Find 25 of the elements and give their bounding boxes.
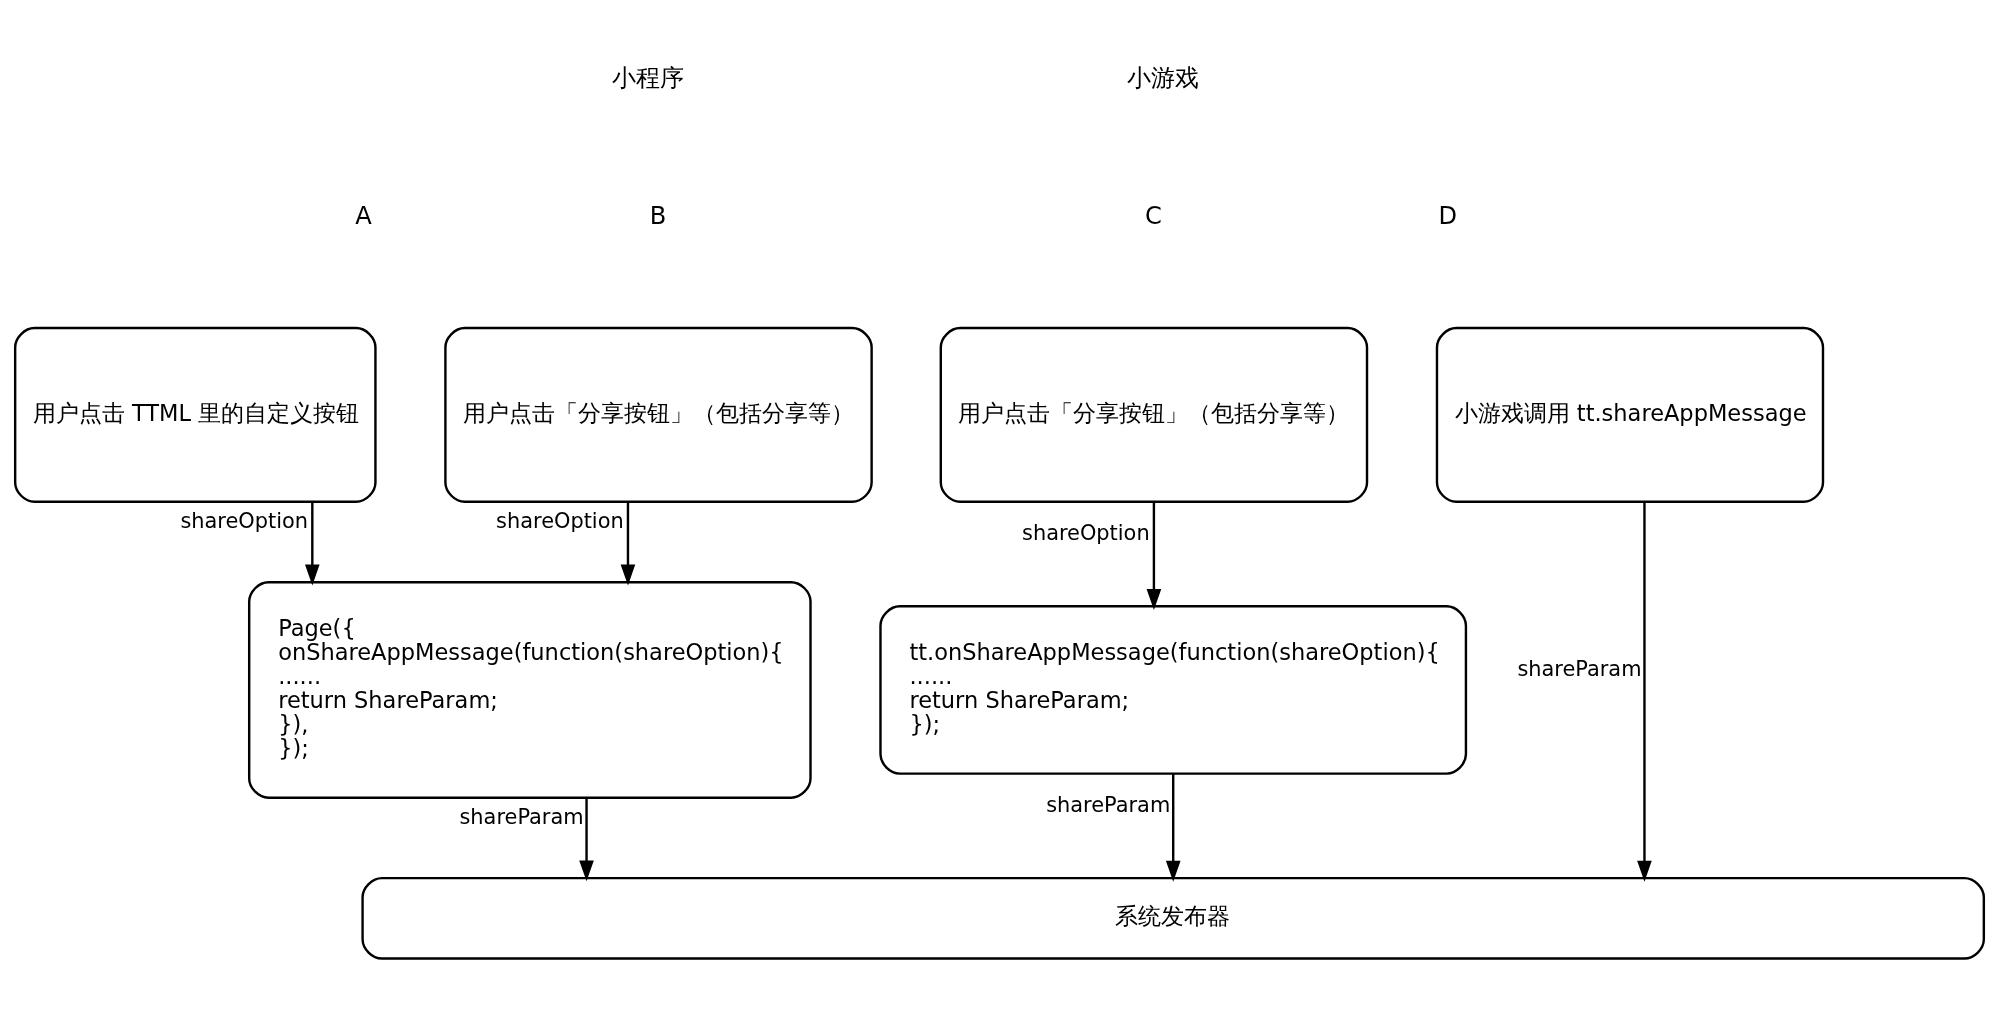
label: 小程序 [611,64,684,93]
arrow [1165,773,1181,882]
edge-label: shareOption [496,509,624,534]
edge-label: shareOption [1022,521,1150,546]
label: 小游戏 [1126,64,1199,93]
node-box: 用户点击 TTML 里的自定义按钮 [13,326,377,503]
node-box: 用户点击「分享按钮」（包括分享等） [444,326,873,503]
arrow [620,501,636,586]
label: A [355,202,372,231]
edge-label: shareParam [459,805,584,830]
arrow [579,798,594,882]
edge-label: shareParam [1517,657,1642,682]
arrow [1146,501,1162,610]
edge-label: shareParam [1046,793,1171,818]
node-box: tt.onShareAppMessage(function(shareOption){ ...... return ShareParam; }); [879,605,1468,775]
node-box: 系统发布器 [361,876,1986,960]
arrow [1637,502,1652,882]
label: D [1438,202,1458,231]
edge-label: shareOption [180,509,309,534]
label: C [1145,202,1162,231]
arrow [305,501,320,586]
label: B [649,202,667,231]
node-box: 用户点击「分享按钮」（包括分享等） [939,326,1369,503]
node-box: 小游戏调用 tt.shareAppMessage [1435,326,1825,503]
node-box: Page({ onShareAppMessage(function(shareOption){ ...... return ShareParam; }), }); [248,581,812,799]
